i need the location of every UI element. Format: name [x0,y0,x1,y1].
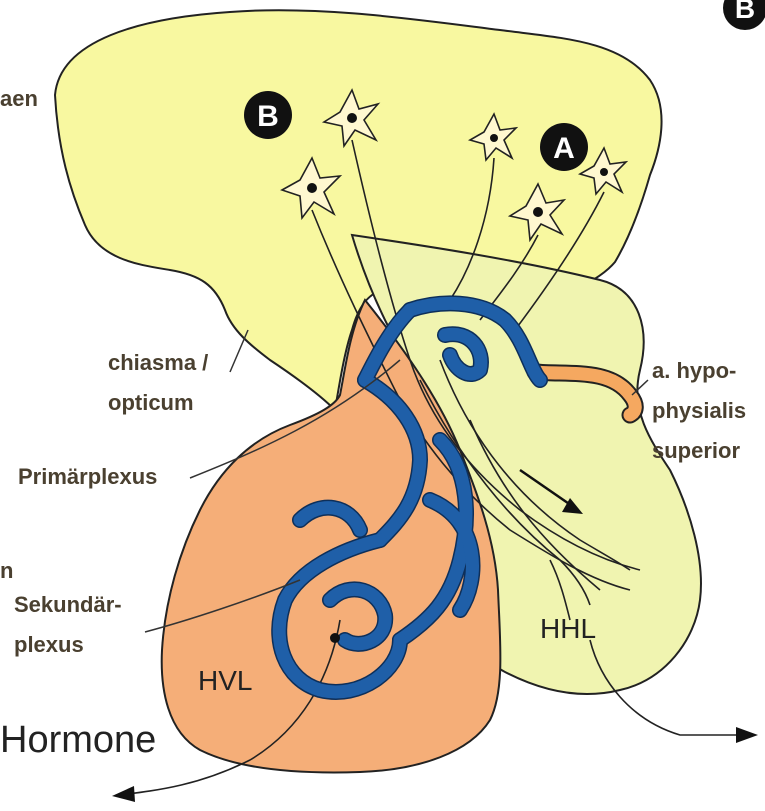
label-hormone: Hormone [0,719,156,761]
output-arrowhead-right [736,727,758,743]
label-artery-2: physialis [652,398,746,423]
svg-text:A: A [553,132,575,165]
label-top-left-partial: aen [0,86,38,111]
svg-text:B: B [257,100,279,133]
label-left-partial-n: n [0,558,13,583]
marker-a: A [540,123,588,171]
label-hhl: HHL [540,613,596,644]
label-chiasma-2: opticum [108,390,194,415]
svg-text:B: B [735,0,755,24]
marker-b: B [244,91,292,139]
label-artery-3: superior [652,438,740,463]
label-sekundar-1: Sekundär- [14,592,122,617]
label-sekundar-2: plexus [14,632,84,657]
output-arrowhead-left [112,786,135,802]
leader-chiasma [230,330,248,372]
marker-corner: B [723,0,765,30]
secondary-plexus-node [330,633,340,643]
label-primarplexus: Primärplexus [18,464,157,489]
label-hvl: HVL [198,665,252,696]
label-artery-1: a. hypo- [652,358,736,383]
label-chiasma-1: chiasma / [108,350,208,375]
